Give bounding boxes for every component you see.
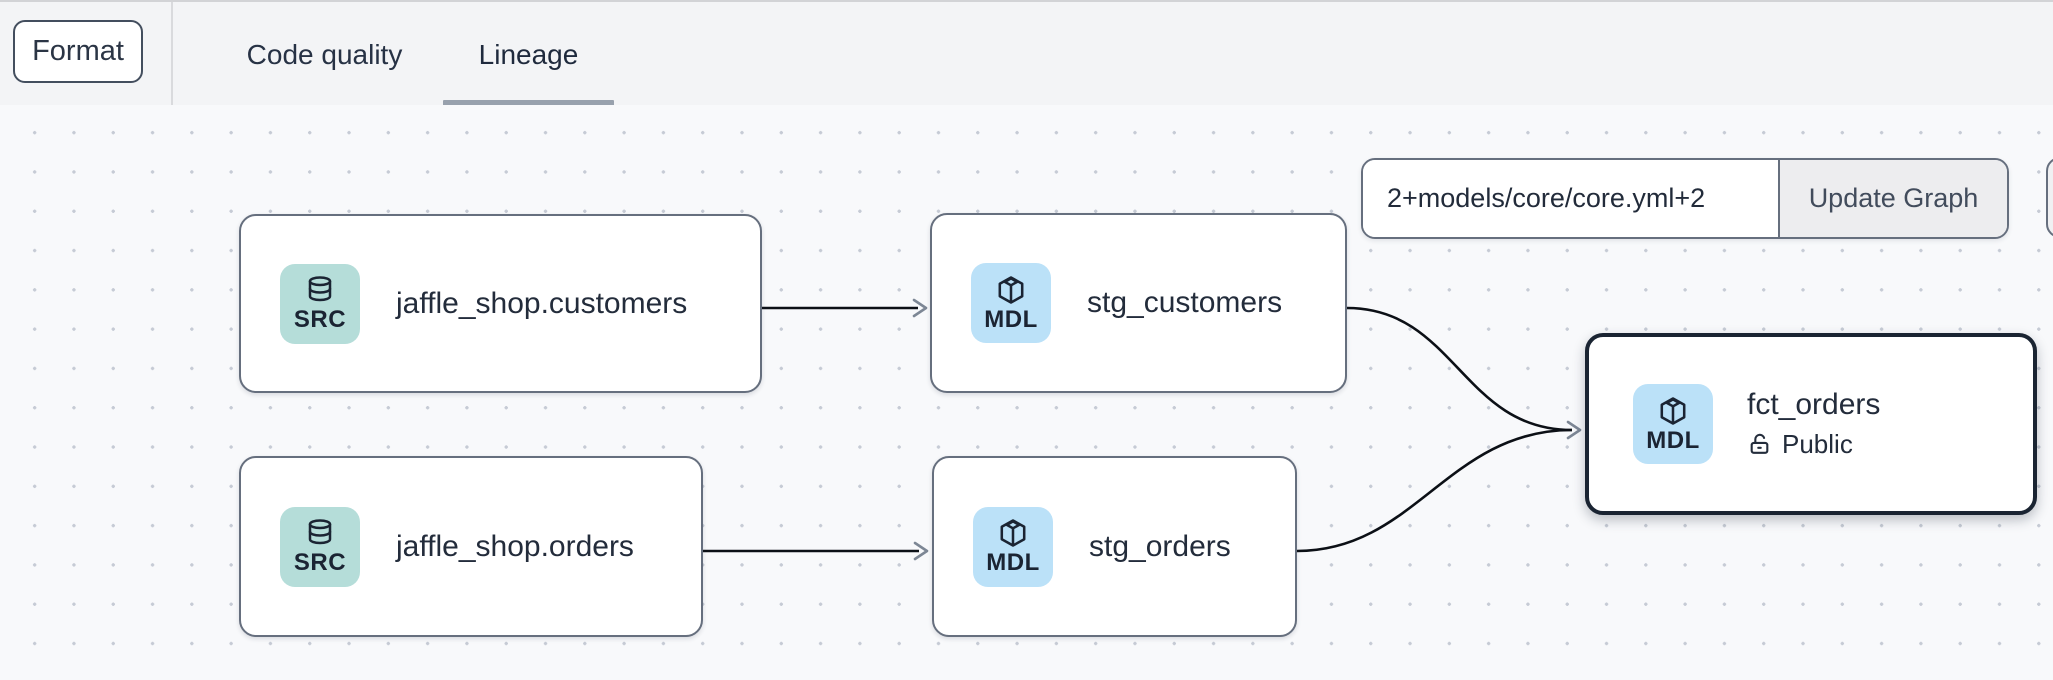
edge-stg-customers-fct [1346,306,1573,432]
edge-stg-orders-fct [1296,428,1573,553]
node-title: fct_orders [1747,388,1881,421]
node-text-block: fct_orders Public [1747,388,1880,460]
source-icon-box: SRC [280,263,360,344]
clipped-right-button[interactable] [2046,157,2053,238]
node-type-label: SRC [293,306,347,333]
node-type-label: MDL [1646,426,1700,454]
node-title: jaffle_shop.customers [396,286,688,320]
format-button[interactable]: Format [13,20,143,83]
access-badge: Public [1747,429,1880,460]
model-icon-box: MDL [973,506,1053,587]
model-icon-box: MDL [971,263,1051,343]
tab-lineage[interactable]: Lineage [478,38,579,70]
cube-icon [998,275,1024,304]
node-title: stg_customers [1087,286,1283,319]
tab-code-quality[interactable]: Code quality [246,38,403,70]
update-graph-button[interactable]: Update Graph [1778,160,2007,237]
active-tab-underline [443,100,614,107]
graph-selector-input[interactable] [1363,160,1778,237]
node-type-label: MDL [986,549,1040,576]
cube-icon [1660,396,1686,425]
node-title: stg_orders [1089,529,1231,563]
node-title: jaffle_shop.orders [396,529,634,563]
model-icon-box: MDL [1633,384,1713,464]
node-fct-orders[interactable]: MDL fct_orders Public [1585,333,2037,515]
edge-orders-arrow-icon [913,541,929,561]
node-type-label: SRC [293,549,347,576]
unlock-icon [1750,433,1769,454]
source-icon-box: SRC [280,506,360,587]
access-badge-label: Public [1782,429,1853,459]
cube-icon [1000,519,1026,547]
node-stg-orders[interactable]: MDL stg_orders [932,456,1297,637]
node-stg-customers[interactable]: MDL stg_customers [930,213,1347,393]
lineage-canvas[interactable]: SRC jaffle_shop.customers MDL stg_custom… [0,105,2053,680]
graph-filter-group: Update Graph [1361,158,2009,239]
toolbar: Format Code quality Lineage [0,0,2053,107]
node-jaffle-shop-orders[interactable]: SRC jaffle_shop.orders [239,456,703,637]
edge-fct-arrow-icon [1566,420,1582,440]
database-icon [308,276,332,302]
node-type-label: MDL [984,305,1038,333]
database-icon [308,519,332,545]
toolbar-divider [171,2,173,107]
node-jaffle-shop-customers[interactable]: SRC jaffle_shop.customers [239,214,762,393]
edge-customers-arrow-icon [912,298,928,318]
